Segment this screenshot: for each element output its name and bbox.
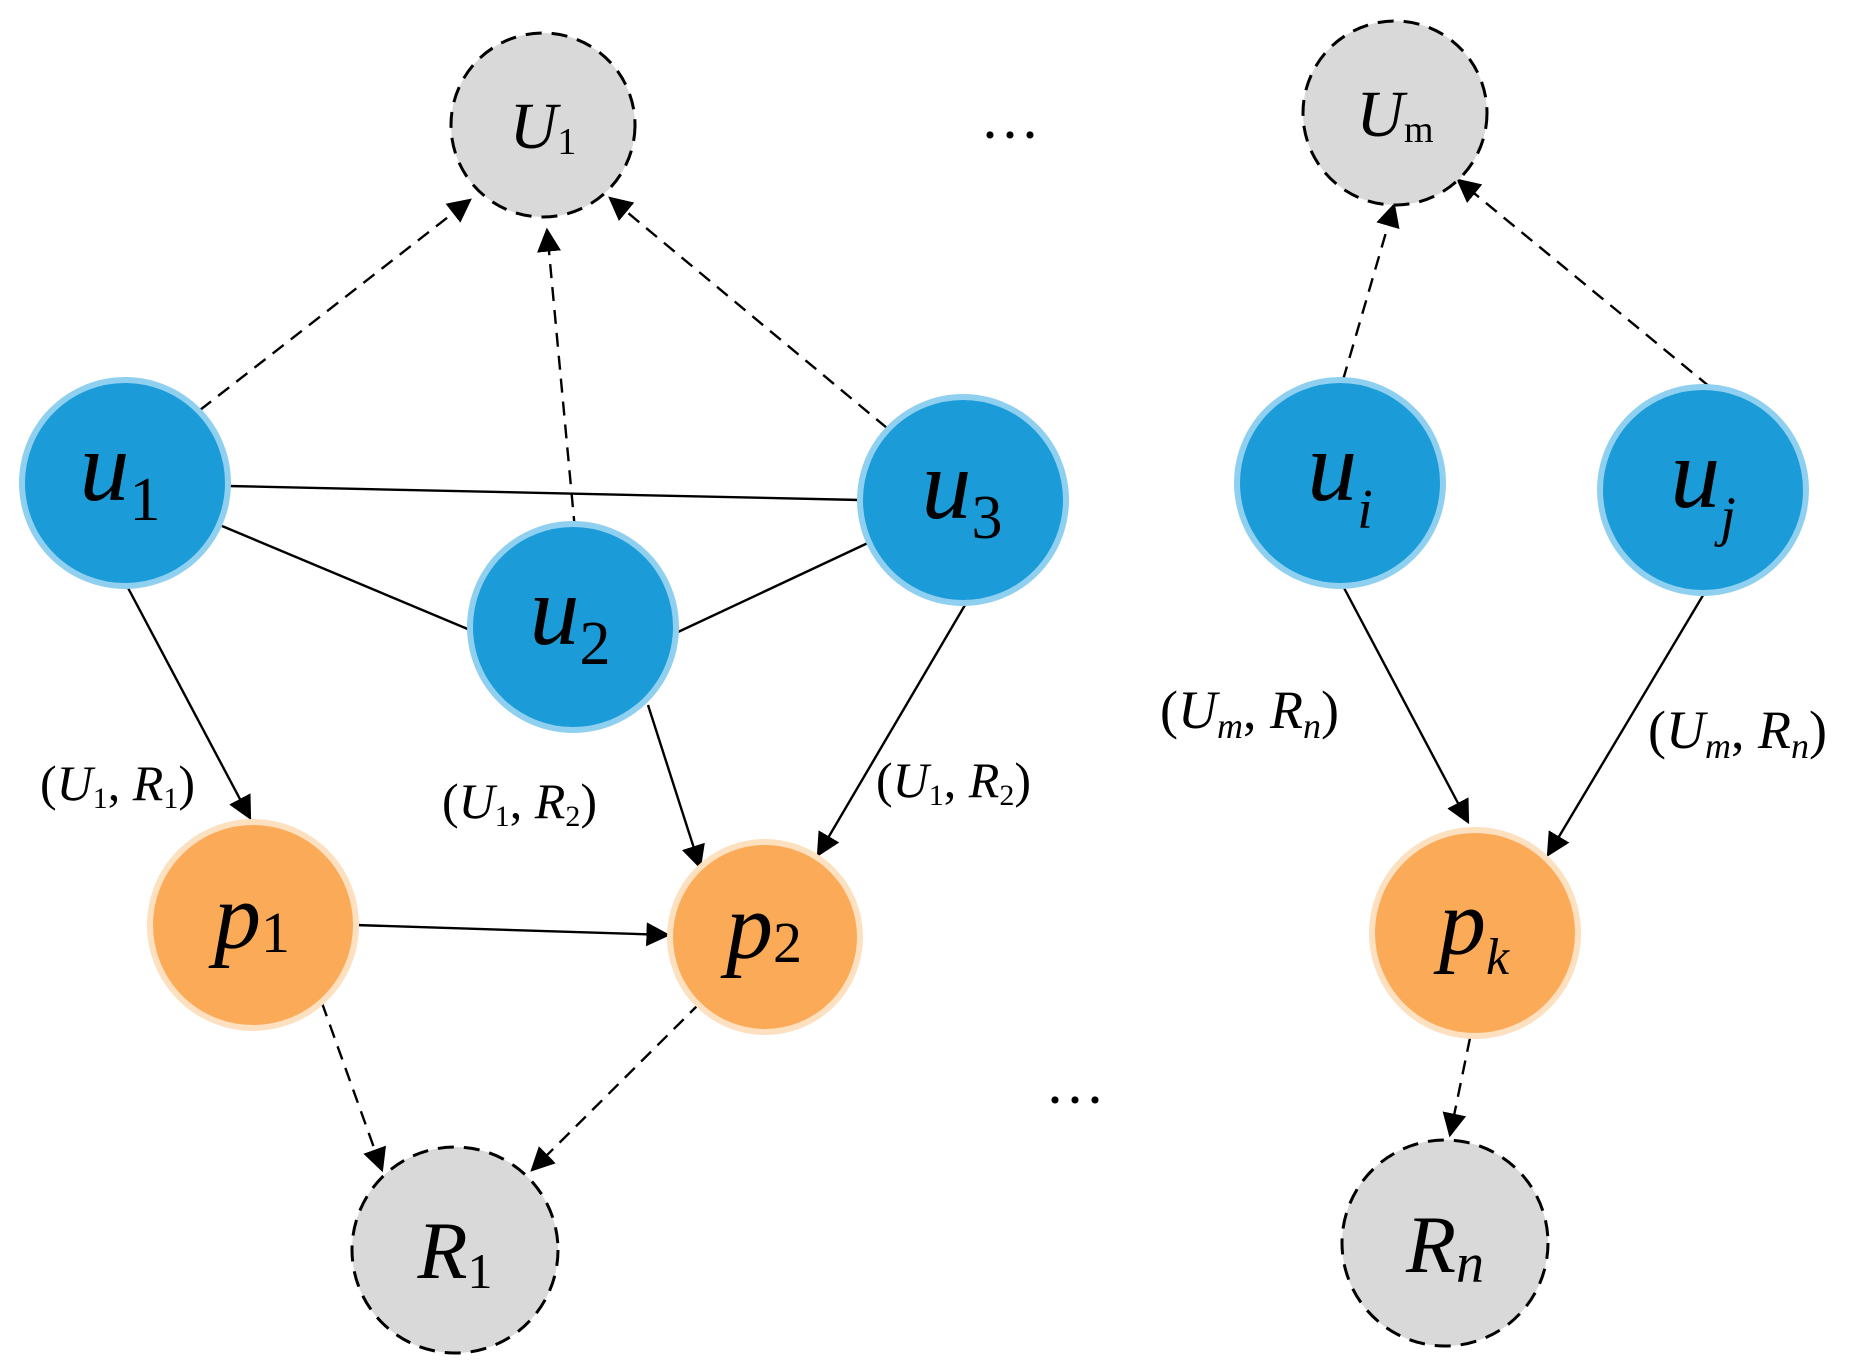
poi-p2-base: p bbox=[720, 875, 773, 979]
edge-u1-p1 bbox=[125, 585, 252, 821]
user-u2-base: u bbox=[530, 555, 580, 666]
user-uj-sub: j bbox=[1714, 486, 1736, 548]
edge-uj-pk bbox=[1546, 591, 1707, 858]
edge-u2-p2 bbox=[646, 704, 705, 870]
svg-text:pk: pk bbox=[1433, 871, 1510, 986]
ellipsis-top: ··· bbox=[980, 102, 1040, 168]
edges bbox=[125, 178, 1711, 1173]
user-uj-base: u bbox=[1670, 418, 1720, 529]
group-node-Um: Um bbox=[1301, 19, 1489, 207]
poi-pk-base: p bbox=[1433, 871, 1486, 975]
user-u1-sub: 1 bbox=[130, 466, 161, 534]
edge-label-ui-pk: (Um, Rn) bbox=[1160, 680, 1339, 746]
edge-u1-u2 bbox=[221, 524, 471, 632]
user-node-u1: u1 bbox=[19, 377, 231, 589]
edge-label-uj-pk: (Um, Rn) bbox=[1648, 700, 1827, 766]
user-u3-sub: 3 bbox=[972, 484, 1003, 552]
user-node-ui: ui bbox=[1234, 377, 1446, 589]
group-Um-base: U bbox=[1356, 78, 1408, 151]
user-ui-base: u bbox=[1307, 411, 1357, 522]
svg-text:ui: ui bbox=[1307, 411, 1373, 541]
group-node-Rn: Rn bbox=[1340, 1138, 1550, 1348]
poi-node-p1: p1 bbox=[147, 819, 359, 1031]
poi-p1-sub: 1 bbox=[261, 900, 290, 965]
group-node-R1: R1 bbox=[350, 1145, 560, 1355]
user-node-u3: u3 bbox=[857, 394, 1069, 606]
edge-u1-u3 bbox=[227, 484, 861, 502]
group-R1-sub: 1 bbox=[468, 1243, 493, 1299]
poi-node-pk: pk bbox=[1369, 827, 1581, 1039]
edge-pk-Rn bbox=[1442, 1037, 1472, 1138]
group-U1-sub: 1 bbox=[557, 121, 576, 163]
user-node-uj: uj bbox=[1597, 384, 1809, 596]
edge-p2-R1 bbox=[530, 1002, 701, 1172]
edge-ui-pk bbox=[1341, 585, 1470, 825]
svg-text:u3: u3 bbox=[922, 429, 1003, 552]
poi-p2-sub: 2 bbox=[773, 910, 802, 975]
edge-u3-U1 bbox=[608, 196, 888, 429]
edge-uj-Um bbox=[1456, 178, 1711, 388]
svg-text:Rn: Rn bbox=[1405, 1199, 1484, 1295]
svg-text:u2: u2 bbox=[530, 555, 611, 678]
user-u2-sub: 2 bbox=[580, 610, 611, 678]
edge-label-u2-p2: (U1, R2) bbox=[442, 773, 597, 833]
ellipsis-bottom: ··· bbox=[1045, 1067, 1105, 1133]
user-u3-base: u bbox=[922, 429, 972, 540]
poi-p1-base: p bbox=[208, 865, 261, 969]
poi-pk-sub: k bbox=[1486, 929, 1510, 986]
group-R1-base: R bbox=[416, 1205, 467, 1296]
edge-p1-p2 bbox=[354, 922, 671, 947]
edge-u1-U1 bbox=[199, 198, 472, 411]
group-U1-base: U bbox=[510, 90, 562, 163]
edge-u2-u3 bbox=[677, 540, 871, 634]
svg-text:p1: p1 bbox=[208, 865, 290, 969]
svg-text:u1: u1 bbox=[80, 411, 161, 534]
edge-ui-Um bbox=[1341, 202, 1400, 381]
edge-u2-U1 bbox=[537, 227, 577, 531]
edge-label-u3-p2: (U1, R2) bbox=[876, 752, 1031, 812]
group-Rn-base: R bbox=[1405, 1199, 1456, 1290]
user-u1-base: u bbox=[80, 411, 130, 522]
user-node-u2: u2 bbox=[467, 521, 679, 733]
group-Um-sub: m bbox=[1404, 109, 1434, 151]
user-ui-sub: i bbox=[1357, 479, 1373, 541]
edge-label-u1-p1: (U1, R1) bbox=[40, 755, 195, 815]
edge-p1-R1 bbox=[320, 1002, 386, 1173]
poi-node-p2: p2 bbox=[667, 839, 863, 1035]
svg-text:Um: Um bbox=[1356, 78, 1433, 151]
svg-text:p2: p2 bbox=[720, 875, 802, 979]
group-Rn-sub: n bbox=[1456, 1233, 1484, 1295]
edge-u3-p2 bbox=[816, 604, 967, 858]
svg-text:U1: U1 bbox=[510, 90, 577, 163]
svg-text:uj: uj bbox=[1670, 418, 1736, 548]
group-node-U1: U1 bbox=[449, 31, 637, 219]
svg-text:R1: R1 bbox=[416, 1205, 492, 1299]
